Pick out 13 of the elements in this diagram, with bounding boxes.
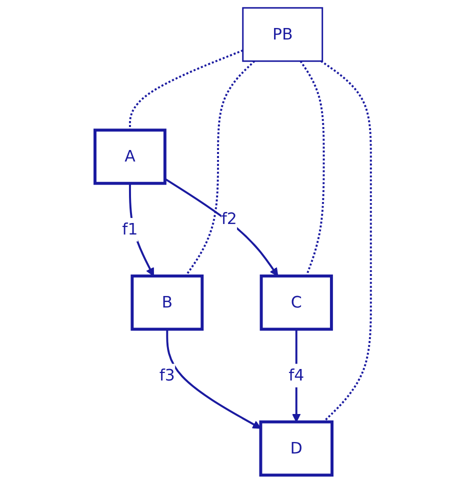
node-box: PB: [242, 7, 324, 62]
arrow: [166, 329, 262, 429]
node-box: B: [130, 274, 204, 331]
connector: [320, 60, 372, 423]
node-box: A: [94, 128, 166, 185]
edge-label: f1: [122, 220, 138, 239]
connector: [184, 60, 256, 277]
edge-label: f2: [221, 209, 237, 228]
edge-label: f4: [288, 366, 304, 384]
node-box: D: [259, 420, 334, 477]
arrow: [292, 329, 301, 422]
node-box: C: [260, 274, 333, 331]
edge-label: f3: [159, 366, 176, 384]
